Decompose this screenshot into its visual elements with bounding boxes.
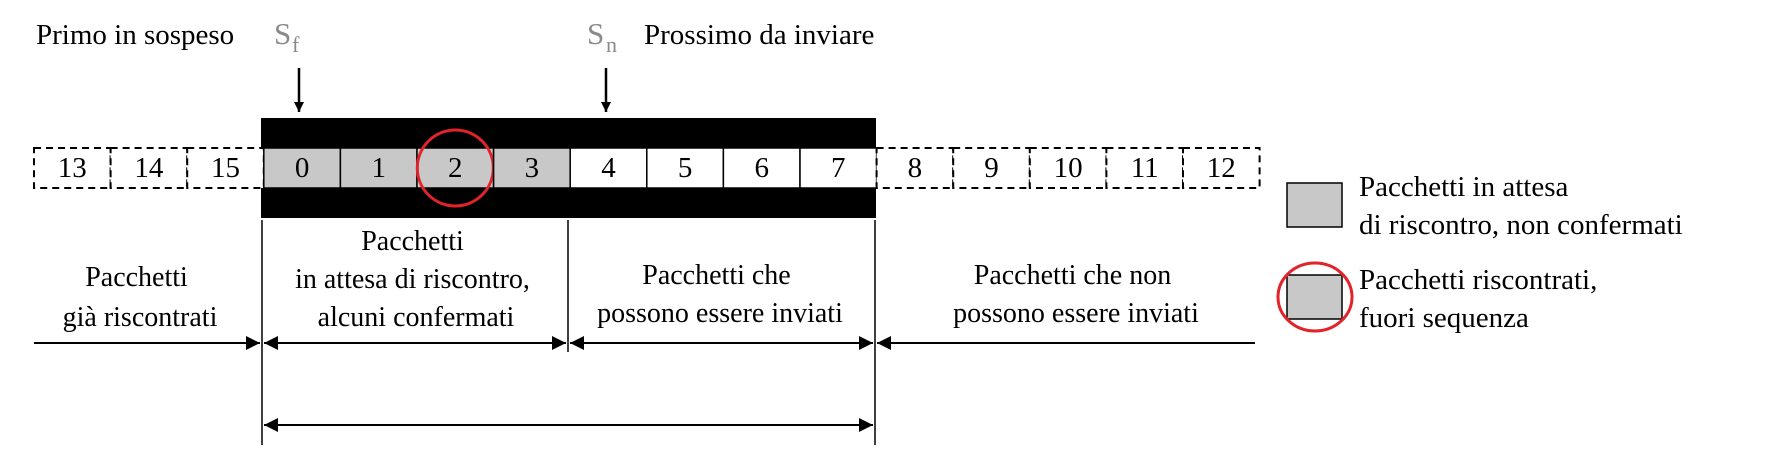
sn-subscript: n [606, 32, 617, 57]
packet-cell-5: 5 [646, 147, 725, 189]
packet-box [875, 147, 955, 189]
packet-box [263, 147, 342, 189]
region-unsendable-label: Pacchetti che non possono essere inviati [953, 260, 1199, 329]
packet-cell-15: 15 [186, 147, 265, 189]
packet-box [722, 147, 801, 189]
packet-number: 2 [448, 152, 463, 184]
packet-box [1028, 147, 1108, 189]
packet-number: 14 [134, 152, 164, 184]
legend-acked-swatch [1286, 274, 1343, 320]
sn-symbol: S [587, 16, 604, 51]
window-bar-bottom [261, 188, 876, 218]
packet-number: 7 [831, 152, 846, 184]
packet-number: 6 [754, 152, 769, 184]
packet-number: 12 [1207, 152, 1236, 184]
legend-highlight-circle [1276, 261, 1354, 333]
next-to-send-label: Prossimo da inviare [644, 19, 874, 51]
legend-acked-label: Pacchetti riscontrati, fuori sequenza [1359, 264, 1605, 334]
packet-box [339, 147, 418, 189]
packet-cell-11: 11 [1105, 147, 1185, 189]
packet-cell-0: 0 [263, 147, 342, 189]
legend-pending-label: Pacchetti in attesa di riscontro, non co… [1359, 171, 1683, 241]
packet-box [1182, 147, 1261, 189]
packet-cell-6: 6 [722, 147, 801, 189]
packet-number: 5 [678, 152, 693, 184]
sf-symbol: S [274, 16, 291, 51]
packet-box [646, 147, 725, 189]
packet-cell-10: 10 [1028, 147, 1108, 189]
packet-cell-1: 1 [339, 147, 418, 189]
region-sendable-label: Pacchetti che possono essere inviati [597, 260, 843, 329]
packet-cell-3: 3 [492, 147, 571, 189]
packet-cell-8: 8 [875, 147, 955, 189]
first-pending-label: Primo in sospeso [36, 19, 234, 51]
region-pending-label: Pacchetti in attesa di riscontro, alcuni… [295, 226, 537, 333]
packet-number: 11 [1131, 152, 1159, 184]
packet-box [186, 147, 265, 189]
packet-number: 0 [295, 152, 310, 184]
packet-number: 4 [601, 152, 616, 184]
packet-cell-9: 9 [952, 147, 1031, 189]
packet-number: 3 [525, 152, 540, 184]
packet-number: 9 [984, 152, 999, 184]
packet-number: 10 [1054, 152, 1083, 184]
sf-subscript: f [292, 32, 300, 57]
region-acked-label: Pacchetti già riscontrati [63, 262, 218, 333]
legend-pending-swatch [1286, 182, 1343, 228]
packet-number: 15 [211, 152, 240, 184]
packet-cell-13: 13 [33, 147, 112, 189]
packet-number: 13 [58, 152, 87, 184]
packet-box [952, 147, 1031, 189]
packet-number: 1 [371, 152, 386, 184]
packet-number: 8 [908, 152, 923, 184]
packet-box [569, 147, 648, 189]
packet-cell-2: 2 [415, 128, 495, 208]
packet-cell-12: 12 [1182, 147, 1261, 189]
packet-cell-4: 4 [569, 147, 648, 189]
packet-box [416, 147, 495, 189]
packet-cell-14: 14 [109, 147, 189, 189]
packet-cell-7: 7 [799, 147, 878, 189]
window-bar-top [261, 118, 876, 148]
